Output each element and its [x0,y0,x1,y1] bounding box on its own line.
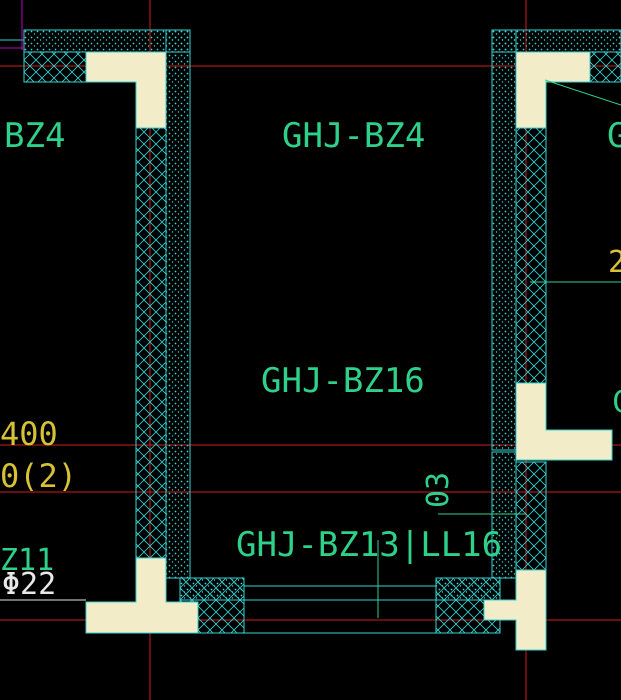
top-left-wall-insulation [23,29,191,53]
left-wall-hatch [135,127,167,559]
label-left-z11: Z11 [0,543,54,578]
label-right-c: C [612,385,621,420]
top-left-wall-hatch [23,51,87,83]
column-bottom-right [483,569,547,651]
labels: BZ4 GHJ-BZ4 G GHJ-BZ16 GHJ-BZ13|LL16 03 … [0,116,621,602]
column-bottom-left [85,557,199,634]
label-bz16: GHJ-BZ16 [261,361,425,401]
bottom-beam [179,577,501,634]
top-right-wall-hatch [589,51,621,83]
right-wall [491,29,621,579]
misc-lines [0,0,621,618]
leader-line-top-right [544,79,621,106]
label-right-2: 2 [608,245,621,280]
label-bz4-left: BZ4 [4,116,65,156]
right-wall-insulation [491,29,517,451]
column-mid-right [515,382,613,461]
label-left-phi22: Φ22 [2,567,56,602]
label-dim-03: 03 [421,472,456,508]
right-wall-insulation-lower [491,451,517,579]
label-bz4-center: GHJ-BZ4 [282,116,425,156]
column-top-left [85,51,167,129]
bottom-right-beam-insulation [435,577,501,601]
right-wall-hatch-lower [515,461,547,571]
label-bz4-right: G [607,116,621,156]
left-wall-insulation [165,29,191,579]
column-top-right [515,51,591,129]
label-left-0-2: 0(2) [0,457,77,495]
right-wall-hatch-upper [515,127,547,384]
label-left-400: 400 [0,415,58,453]
columns [85,51,613,651]
left-wall [23,29,191,579]
top-right-wall-insulation [491,29,621,53]
bottom-left-beam-insulation [179,577,245,601]
label-bz13-ll16: GHJ-BZ13|LL16 [236,525,502,565]
